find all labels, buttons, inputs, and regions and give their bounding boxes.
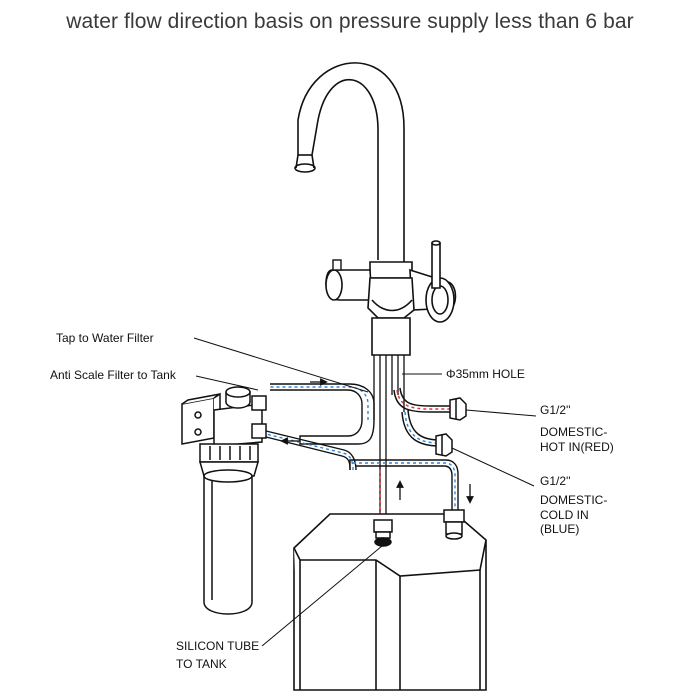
faucet-knob xyxy=(332,259,342,271)
label-silicon-line2: TO TANK xyxy=(176,657,227,671)
label-cold-line2: COLD IN xyxy=(540,508,589,522)
tank-inlet-fitting xyxy=(443,509,465,540)
leader-lines xyxy=(193,337,537,647)
cold-inlet-nut xyxy=(435,433,453,457)
faucet-spout xyxy=(294,62,405,262)
label-silicon-line1: SILICON TUBE xyxy=(176,639,259,653)
label-hot-line1: DOMESTIC- xyxy=(540,425,607,439)
filter-to-tank-pipe xyxy=(261,429,459,520)
faucet-lever xyxy=(431,240,441,289)
filter-head xyxy=(213,386,267,447)
label-hole: Φ35mm HOLE xyxy=(446,367,525,381)
label-cold-line1: DOMESTIC- xyxy=(540,493,607,507)
faucet-body xyxy=(325,261,457,356)
filter-cartridge xyxy=(199,443,259,615)
tap-tails xyxy=(373,355,405,520)
label-tap-to-filter: Tap to Water Filter xyxy=(56,331,154,345)
tank xyxy=(293,513,487,691)
label-hot-line2: HOT IN(RED) xyxy=(540,440,614,454)
label-cold-thread: G1/2'' xyxy=(540,474,571,488)
hot-inlet-nut xyxy=(449,397,467,421)
hot-supply-line xyxy=(393,387,452,413)
tap-to-filter-pipe xyxy=(270,383,375,445)
flow-arrows xyxy=(280,378,474,504)
diagram-title: water flow direction basis on pressure s… xyxy=(66,10,634,33)
label-hot-thread: G1/2'' xyxy=(540,403,571,417)
cold-supply-line xyxy=(401,409,441,447)
label-anti-scale: Anti Scale Filter to Tank xyxy=(50,368,177,382)
tank-outlet-fitting xyxy=(373,519,393,547)
label-cold-line3: (BLUE) xyxy=(540,522,579,536)
